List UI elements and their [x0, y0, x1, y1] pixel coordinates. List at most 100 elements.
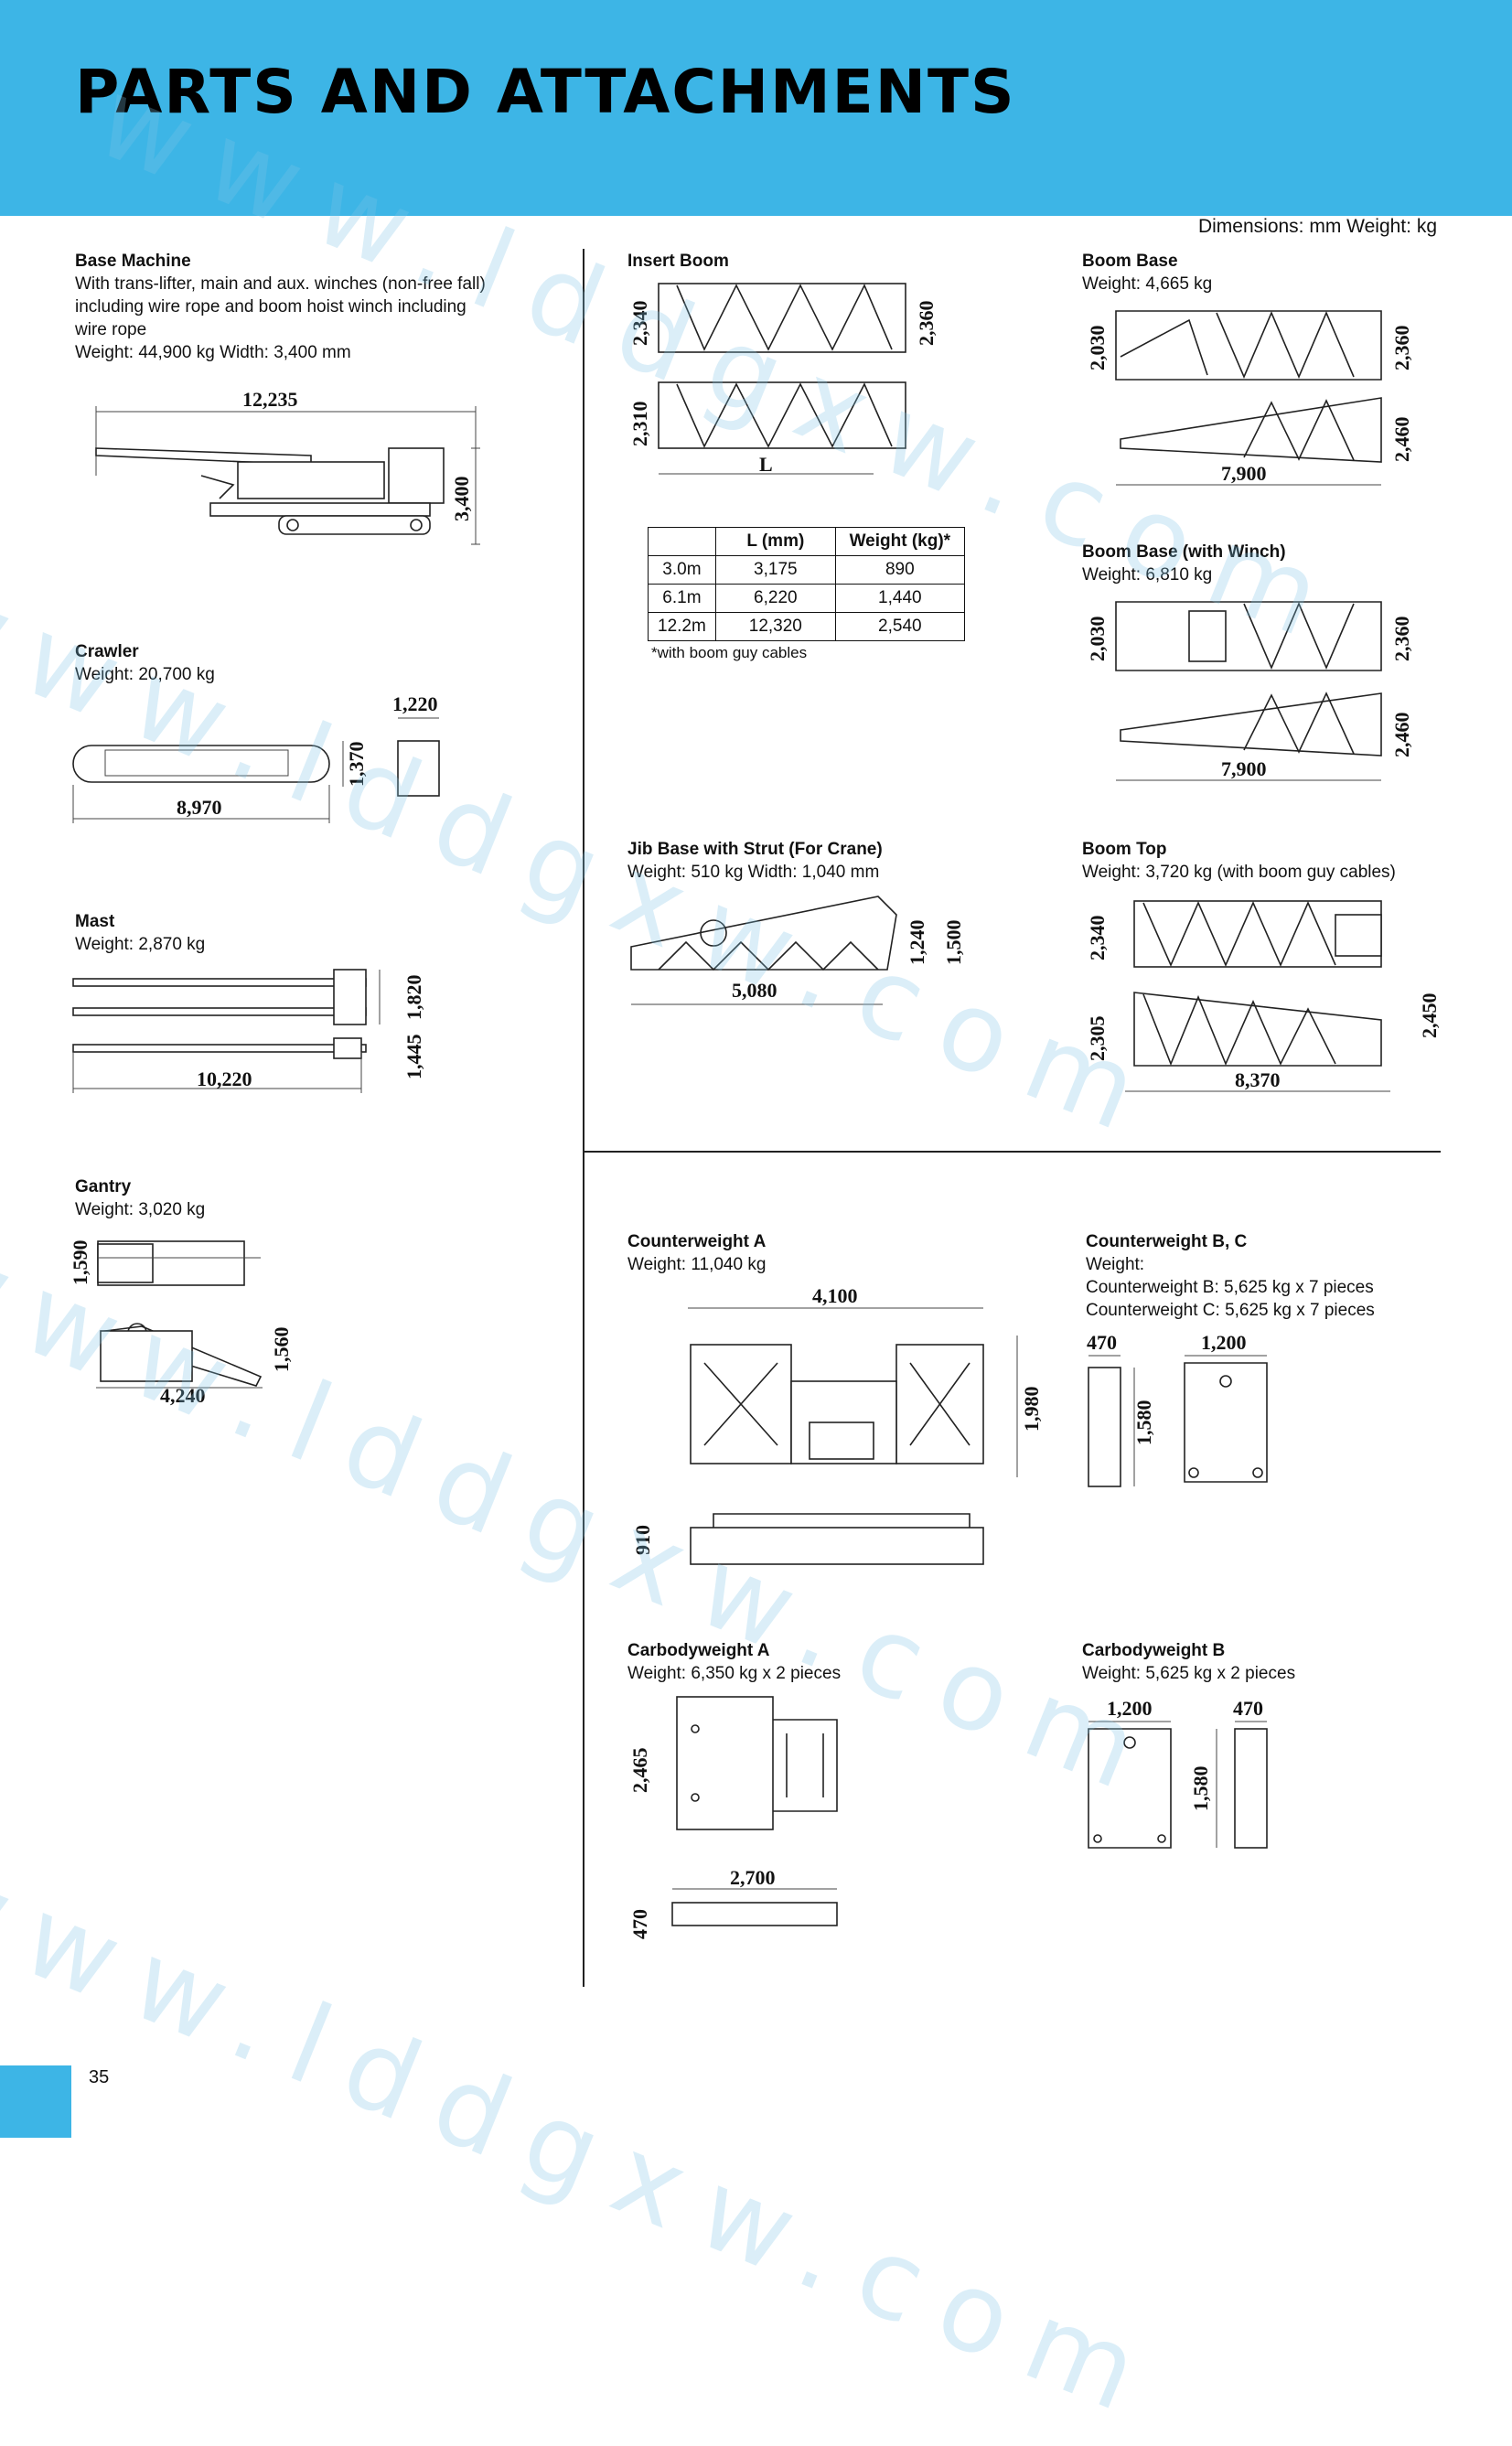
insert-boom-drawing: 2,340 2,360 2,310 L — [628, 283, 938, 476]
crawler-width-label: 1,220 — [392, 692, 438, 715]
base-machine-weight: Weight: 44,900 kg Width: 3,400 mm — [75, 343, 351, 362]
table-cell: 12.2m — [648, 612, 716, 641]
boom-top-drawing: 2,340 2,305 8,370 2,450 — [1086, 900, 1441, 1092]
counterweight-a-thick-label: 910 — [631, 1525, 654, 1555]
boom-base-title: Boom Base — [1082, 252, 1178, 271]
boom-base-drawing: 2,030 2,360 7,900 2,460 — [1086, 310, 1413, 486]
crawler-section: Crawler Weight: 20,700 kg — [75, 640, 215, 686]
boom-base-winch-height-2-label: 2,360 — [1390, 617, 1413, 662]
boom-top-title: Boom Top — [1082, 840, 1167, 859]
carbody-a-height-label: 2,465 — [628, 1748, 651, 1794]
gantry-section: Gantry Weight: 3,020 kg — [75, 1175, 205, 1221]
base-machine-height-label: 3,400 — [450, 477, 473, 522]
counterweight-bc-weight: Weight: — [1086, 1255, 1145, 1274]
jib-base-height-2-label: 1,500 — [942, 920, 965, 966]
mast-height-2-label: 1,445 — [402, 1035, 425, 1080]
crawler-drawing: 8,970 1,370 1,220 — [72, 692, 440, 823]
gantry-title: Gantry — [75, 1177, 132, 1196]
carbody-b-thick-label: 470 — [1233, 1697, 1263, 1720]
base-machine-title: Base Machine — [75, 252, 191, 271]
table-row: 3.0m 3,175 890 — [648, 555, 965, 585]
boom-base-height-2-label: 2,360 — [1390, 326, 1413, 371]
mast-title: Mast — [75, 912, 115, 931]
crawler-weight: Weight: 20,700 kg — [75, 665, 215, 684]
crawler-length-label: 8,970 — [177, 796, 222, 819]
counterweight-a-drawing: 4,100 1,980 910 — [631, 1284, 1043, 1565]
column-divider — [583, 249, 584, 1987]
boom-top-length-label: 8,370 — [1235, 1068, 1281, 1091]
jib-base-length-label: 5,080 — [732, 979, 777, 1002]
counterweight-a-section: Counterweight A Weight: 11,040 kg — [627, 1230, 766, 1276]
carbody-a-weight: Weight: 6,350 kg x 2 pieces — [627, 1664, 842, 1683]
mast-drawing: 1,820 10,220 1,445 — [72, 969, 425, 1093]
mast-length-label: 10,220 — [197, 1067, 252, 1090]
table-cell: 1,440 — [834, 584, 965, 613]
counterweight-bc-section: Counterweight B, C Weight: Counterweight… — [1086, 1230, 1375, 1322]
base-machine-desc-3: wire rope — [75, 320, 147, 339]
units-note: Dimensions: mm Weight: kg — [1197, 216, 1437, 237]
insert-boom-height-2-label: 2,360 — [915, 301, 938, 347]
jib-base-title: Jib Base with Strut (For Crane) — [627, 840, 883, 859]
crawler-height-label: 1,370 — [345, 742, 368, 788]
table-cell: 6.1m — [648, 584, 716, 613]
base-machine-section: Base Machine With trans-lifter, main and… — [75, 250, 486, 364]
boom-top-height-3-label: 2,450 — [1418, 993, 1441, 1039]
jib-base-section: Jib Base with Strut (For Crane) Weight: … — [627, 838, 883, 884]
boom-base-winch-weight: Weight: 6,810 kg — [1082, 565, 1213, 585]
boom-base-winch-height-3-label: 2,460 — [1390, 713, 1413, 758]
jib-base-weight: Weight: 510 kg Width: 1,040 mm — [627, 863, 880, 882]
insert-boom-section: Insert Boom — [627, 250, 729, 273]
gantry-height-2-label: 1,560 — [270, 1327, 293, 1373]
page-number: 35 — [89, 2067, 110, 2087]
carbody-a-title: Carbodyweight A — [627, 1641, 770, 1660]
counterweight-a-height-label: 1,980 — [1020, 1387, 1043, 1432]
counterweight-bc-thick-label: 470 — [1087, 1331, 1117, 1354]
gantry-height-1-label: 1,590 — [69, 1240, 91, 1286]
mast-section: Mast Weight: 2,870 kg — [75, 910, 205, 956]
boom-base-height-3-label: 2,460 — [1390, 417, 1413, 463]
boom-base-winch-drawing: 2,030 2,360 7,900 2,460 — [1086, 601, 1413, 781]
carbody-b-title: Carbodyweight B — [1082, 1641, 1226, 1660]
base-machine-desc-2: including wire rope and boom hoist winch… — [75, 297, 466, 316]
counterweight-b-line: Counterweight B: 5,625 kg x 7 pieces — [1086, 1278, 1374, 1297]
insert-boom-title: Insert Boom — [627, 252, 729, 271]
counterweight-a-weight: Weight: 11,040 kg — [627, 1255, 767, 1274]
counterweight-bc-title: Counterweight B, C — [1086, 1232, 1248, 1251]
table-cell: 12,320 — [714, 612, 836, 641]
mast-height-1-label: 1,820 — [402, 975, 425, 1021]
table-header-cell: Weight (kg)* — [834, 527, 965, 556]
boom-top-height-2-label: 2,305 — [1086, 1016, 1109, 1062]
carbody-b-drawing: 1,200 1,580 470 — [1088, 1697, 1268, 1849]
boom-base-winch-length-label: 7,900 — [1221, 757, 1267, 780]
carbody-b-width-label: 1,200 — [1107, 1697, 1153, 1720]
boom-top-weight: Weight: 3,720 kg (with boom guy cables) — [1082, 863, 1396, 882]
page-number-tab — [0, 2065, 71, 2138]
table-cell: 3.0m — [648, 555, 716, 585]
carbody-b-section: Carbodyweight B Weight: 5,625 kg x 2 pie… — [1082, 1639, 1295, 1685]
boom-top-height-1-label: 2,340 — [1086, 916, 1109, 961]
counterweight-a-length-label: 4,100 — [812, 1284, 858, 1307]
table-row: 6.1m 6,220 1,440 — [648, 584, 965, 613]
jib-base-drawing: 5,080 1,240 1,500 — [630, 896, 965, 1005]
table-cell: 3,175 — [714, 555, 836, 585]
carbody-a-thick-label: 470 — [628, 1909, 651, 1939]
gantry-drawing: 1,590 4,240 1,560 — [69, 1240, 293, 1408]
gantry-weight: Weight: 3,020 kg — [75, 1200, 206, 1219]
mast-weight: Weight: 2,870 kg — [75, 935, 206, 954]
counterweight-bc-drawing: 470 1,580 1,200 — [1087, 1331, 1268, 1487]
carbody-a-section: Carbodyweight A Weight: 6,350 kg x 2 pie… — [627, 1639, 841, 1685]
table-cell: 890 — [834, 555, 965, 585]
carbody-a-length-label: 2,700 — [730, 1866, 776, 1889]
counterweight-c-line: Counterweight C: 5,625 kg x 7 pieces — [1086, 1301, 1375, 1320]
boom-base-section: Boom Base Weight: 4,665 kg — [1082, 250, 1212, 295]
insert-boom-height-3-label: 2,310 — [628, 402, 651, 447]
counterweight-bc-width-label: 1,200 — [1201, 1331, 1247, 1354]
boom-base-winch-section: Boom Base (with Winch) Weight: 6,810 kg — [1082, 541, 1286, 586]
carbody-b-height-label: 1,580 — [1189, 1766, 1212, 1812]
carbody-b-weight: Weight: 5,625 kg x 2 pieces — [1082, 1664, 1296, 1683]
boom-base-winch-height-1-label: 2,030 — [1086, 617, 1109, 662]
counterweight-a-title: Counterweight A — [627, 1232, 767, 1251]
boom-base-length-label: 7,900 — [1221, 462, 1267, 485]
boom-base-height-1-label: 2,030 — [1086, 326, 1109, 371]
table-note: *with boom guy cables — [651, 644, 808, 661]
